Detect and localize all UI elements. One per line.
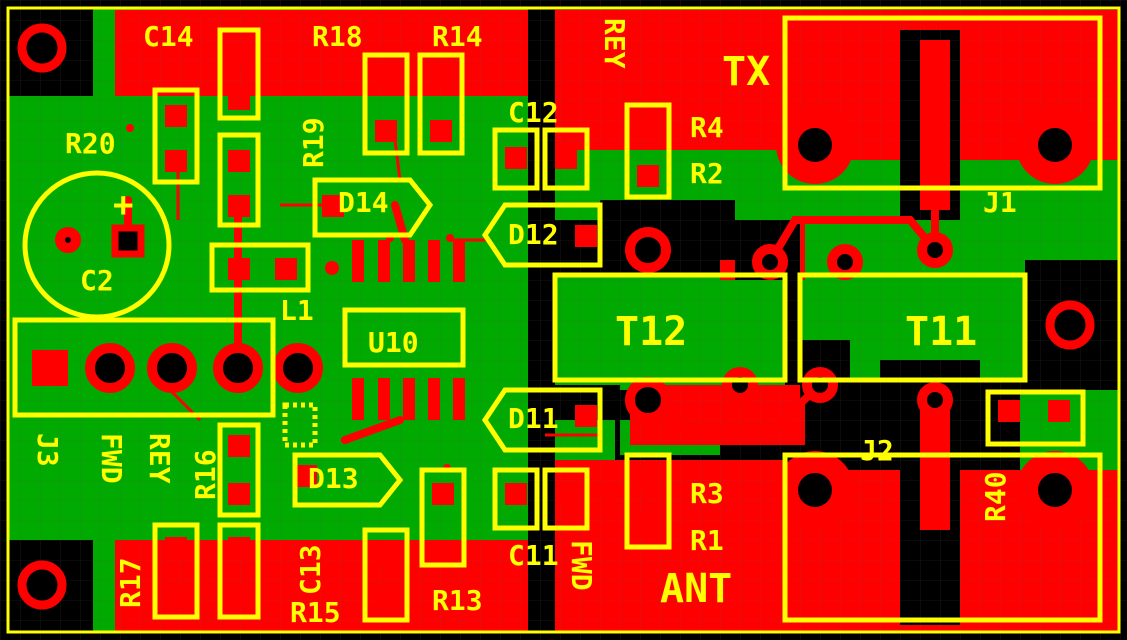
label-c12: C12 [508, 96, 559, 129]
label-d14: D14 [338, 186, 389, 219]
label-r18: R18 [312, 20, 363, 53]
label-r15: R15 [290, 596, 341, 629]
label-c14: C14 [143, 20, 194, 53]
label-j1: J1 [983, 186, 1017, 219]
u10-outline [342, 307, 466, 368]
mounting-hole-right [1045, 300, 1095, 350]
c2-outline [22, 170, 172, 320]
label-ant: ANT [660, 566, 732, 612]
j2-pad-left [776, 451, 854, 529]
j1-pad-right [1016, 106, 1094, 184]
label-d12: D12 [508, 218, 559, 251]
c2-square-pad [111, 224, 145, 258]
j1-outline [782, 15, 1103, 191]
silkscreen-labels: C14 R18 R14 TX R20 C12 R4 R2 D14 D12 J1 … [31, 18, 1017, 629]
label-r1: R1 [690, 524, 724, 557]
label-t11: T11 [905, 309, 977, 355]
label-rey-left: REY [143, 433, 176, 484]
label-fwd-mid: FWD [565, 540, 598, 591]
label-r20: R20 [65, 127, 116, 160]
label-d11: D11 [508, 402, 559, 435]
label-l1: L1 [280, 294, 314, 327]
label-rey-top: REY [598, 18, 631, 69]
j3-outline [12, 317, 276, 418]
label-c2: C2 [80, 264, 114, 297]
j1-pad-left [776, 106, 854, 184]
label-u10: U10 [368, 326, 419, 359]
mounting-hole-top-left [17, 23, 67, 73]
t12-outline [552, 272, 788, 383]
label-tx: TX [722, 49, 770, 95]
label-j2: J2 [860, 434, 894, 467]
mounting-hole-bottom-left [17, 560, 67, 610]
label-t12: T12 [615, 309, 687, 355]
label-r17: R17 [114, 557, 147, 608]
label-c13: C13 [294, 544, 327, 595]
label-r2: R2 [690, 157, 724, 190]
label-r16: R16 [189, 449, 222, 500]
label-j3: J3 [31, 433, 64, 467]
label-r3: R3 [690, 477, 724, 510]
j2-outline [782, 452, 1103, 623]
smd-pads [165, 45, 1070, 610]
label-r4: R4 [690, 111, 724, 144]
label-c11: C11 [508, 539, 559, 572]
label-r40: R40 [979, 471, 1012, 522]
j3-square-pad [32, 350, 68, 386]
t11-outline [797, 272, 1028, 383]
silkscreen [6, 6, 1121, 634]
label-d13: D13 [308, 462, 359, 495]
mounting-holes [17, 23, 1095, 610]
label-r19: R19 [297, 117, 330, 168]
label-r13: R13 [432, 584, 483, 617]
j2-pad-right [1016, 451, 1094, 529]
board-outline [6, 6, 1121, 634]
center-pins [920, 40, 950, 530]
label-r14: R14 [432, 20, 483, 53]
label-plus: + [113, 185, 133, 225]
label-fwd-left: FWD [95, 433, 128, 484]
